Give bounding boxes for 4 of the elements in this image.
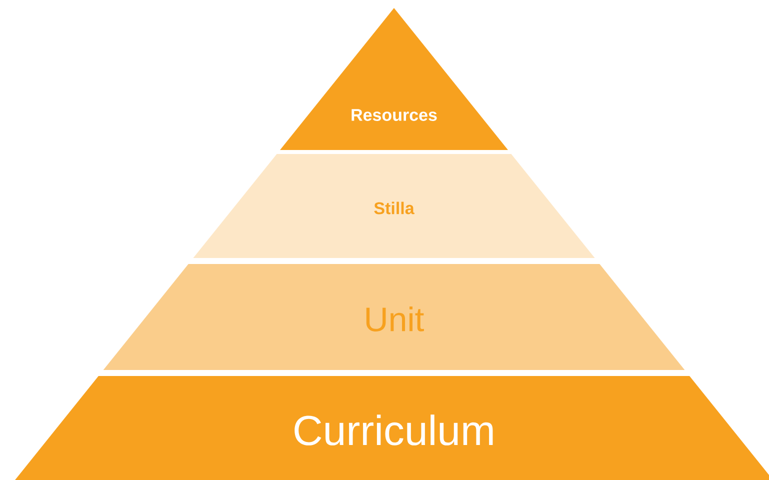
pyramid-level: Resources [280, 8, 508, 150]
pyramid-level: Stilla [193, 154, 595, 258]
pyramid-level: Unit [103, 264, 685, 370]
pyramid-level: Curriculum [13, 376, 769, 480]
